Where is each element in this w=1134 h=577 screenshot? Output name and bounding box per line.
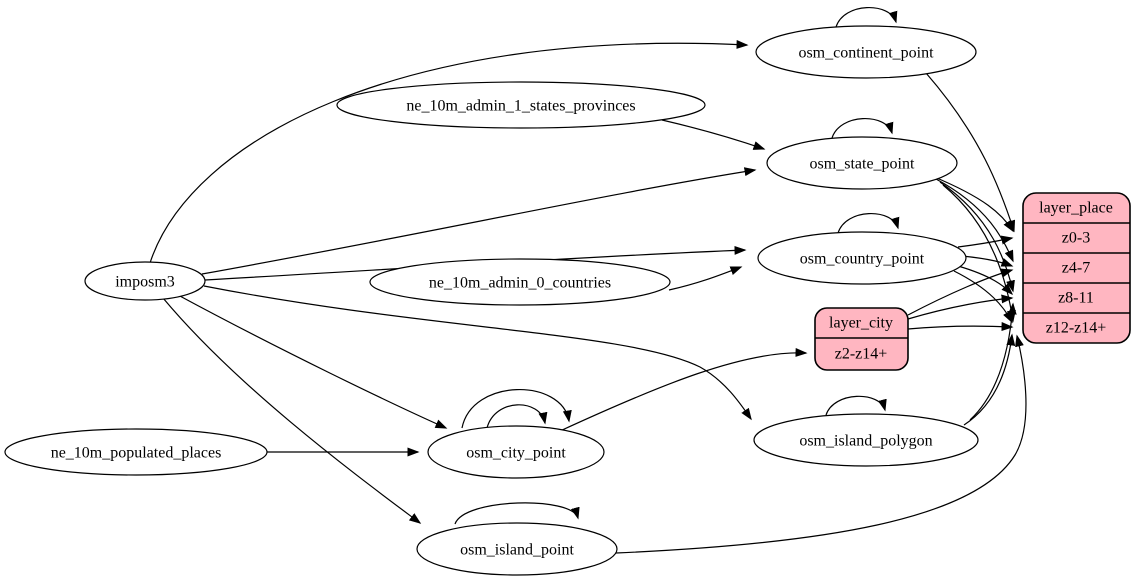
- record-cell-z8-11: z8-11: [1058, 290, 1094, 307]
- edge-imposm3-osm_city_point: [177, 294, 448, 429]
- edge-layer_city-z12-z14: [907, 322, 1014, 332]
- node-label: ne_10m_admin_1_states_provinces: [406, 98, 635, 115]
- node-shape: [369, 258, 671, 306]
- record-cell-z0-3: z0-3: [1062, 230, 1090, 247]
- node-shape: [336, 81, 706, 129]
- edge-selfloop-osm_country_point: [837, 213, 900, 234]
- edge-selfloop-osm_continent_point: [835, 7, 898, 28]
- edge-osm_state_point-z0-3: [931, 175, 1014, 233]
- node-shape: [757, 231, 967, 285]
- node-label: osm_island_point: [460, 542, 574, 559]
- edge-osm_island_point-z12-z14: [615, 334, 1027, 554]
- edge-osm_country_point-z12-z14: [953, 270, 1013, 324]
- edge-osm_island_polygon-z12-z14: [963, 333, 1016, 426]
- edge-osm_country_point-z0-3: [957, 235, 1014, 248]
- node-imposm3: imposm3: [84, 261, 206, 301]
- record-cell-z4-7: z4-7: [1062, 260, 1090, 277]
- record-shape: [1022, 192, 1131, 344]
- node-osm_island_polygon: osm_island_polygon: [753, 413, 979, 467]
- edge-imposm3-osm_island_point: [162, 297, 422, 524]
- edges: [149, 7, 1027, 554]
- node-shape: [427, 425, 605, 479]
- node-osm_continent_point: osm_continent_point: [755, 25, 977, 79]
- edge-ne_10m_admin_0_countries-osm_country_point: [668, 266, 743, 291]
- node-label: osm_state_point: [810, 156, 915, 173]
- edge-osm_country_point-z8-11: [957, 265, 1014, 296]
- node-shape: [84, 261, 206, 301]
- node-osm_city_point: osm_city_point: [427, 425, 605, 479]
- record-cell-z12-z14: z12-z14+: [1046, 320, 1107, 337]
- node-label: ne_10m_admin_0_countries: [429, 275, 611, 292]
- node-osm_country_point: osm_country_point: [757, 231, 967, 285]
- node-shape: [4, 428, 268, 476]
- edge-osm_state_point-z4-7: [935, 178, 1014, 263]
- node-shape: [416, 522, 618, 576]
- node-shape: [755, 25, 977, 79]
- node-osm_island_point: osm_island_point: [416, 522, 618, 576]
- record-cell-z2-z14: z2-z14+: [835, 346, 888, 363]
- node-osm_state_point: osm_state_point: [766, 136, 958, 190]
- edge-layer_city-z4-7: [907, 268, 1014, 316]
- edge-osm_state_point-z8-11: [939, 181, 1015, 293]
- record-title: layer_city: [829, 315, 893, 332]
- edge-ne_10m_admin_1_states_provinces-osm_state_point: [661, 119, 766, 150]
- edge-osm_city_point-layer_city: [559, 347, 808, 432]
- record-title: layer_place: [1039, 200, 1113, 217]
- node-ne_10m_admin_1_states_provinces: ne_10m_admin_1_states_provinces: [336, 81, 706, 129]
- node-ne_10m_admin_0_countries: ne_10m_admin_0_countries: [369, 258, 671, 306]
- edge-imposm3-osm_island_polygon: [203, 285, 752, 421]
- edge-selfloop-osm_state_point: [831, 118, 894, 139]
- node-label: osm_country_point: [800, 251, 925, 268]
- edge-selfloop-inner-osm_city_point: [486, 404, 548, 429]
- node-label: osm_city_point: [466, 445, 566, 462]
- node-label: imposm3: [115, 274, 175, 291]
- edge-selfloop-osm_island_polygon: [825, 395, 887, 416]
- node-ne_10m_populated_places: ne_10m_populated_places: [4, 428, 268, 476]
- node-shape: [753, 413, 979, 467]
- node-label: ne_10m_populated_places: [51, 445, 222, 462]
- record-layer_place: layer_place z0-3 z4-7 z8-11 z12-z14+: [1022, 192, 1131, 344]
- edge-imposm3-osm_continent_point: [149, 39, 749, 264]
- record-shape: [814, 307, 909, 371]
- node-shape: [766, 136, 958, 190]
- edge-osm_continent_point-z0-3: [925, 72, 1016, 233]
- record-layer_city: layer_city z2-z14+: [814, 307, 909, 371]
- edge-layer_city-z8-11: [907, 294, 1014, 320]
- edge-selfloop-osm_island_point: [454, 502, 580, 525]
- edge-selfloop-outer-osm_city_point: [461, 389, 572, 429]
- edge-imposm3-osm_state_point: [201, 167, 757, 275]
- edge-osm_country_point-z4-7: [961, 255, 1014, 267]
- node-label: osm_island_polygon: [799, 433, 932, 450]
- node-label: osm_continent_point: [798, 45, 934, 62]
- edge-osm_island_polygon-z8-11: [969, 302, 1017, 421]
